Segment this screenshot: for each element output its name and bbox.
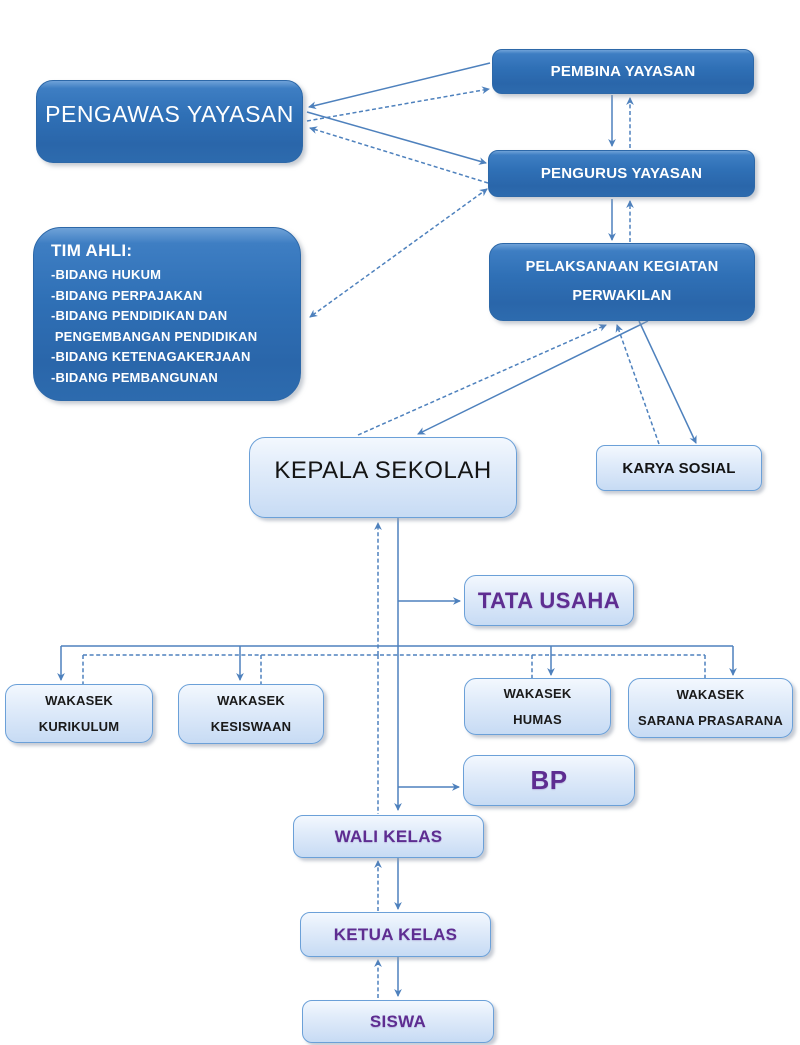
edge-kepala-to-pelaksanaan bbox=[357, 324, 607, 436]
edge-pelaksanaan-to-kepala bbox=[417, 320, 649, 435]
node-wali-kelas: WALI KELAS bbox=[293, 815, 484, 858]
edge-pengurus-to-pengawas bbox=[309, 126, 489, 184]
node-pembina-yayasan-label: PEMBINA YAYASAN bbox=[550, 63, 696, 80]
wakasek-kesiswaan-line2: KESISWAAN bbox=[210, 719, 292, 734]
node-ketua-kelas: KETUA KELAS bbox=[300, 912, 491, 957]
edge-karya-to-pelaksanaan bbox=[615, 324, 660, 445]
tim-ahli-item: PENGEMBANGAN PENDIDIKAN bbox=[51, 328, 258, 344]
node-siswa: SISWA bbox=[302, 1000, 494, 1043]
wakasek-kesiswaan-line1: WAKASEK bbox=[217, 693, 285, 708]
node-kepala-sekolah-label: KEPALA SEKOLAH bbox=[274, 456, 492, 484]
node-kepala-sekolah: KEPALA SEKOLAH bbox=[249, 437, 517, 518]
node-wakasek-kesiswaan: WAKASEK KESISWAAN bbox=[178, 684, 324, 744]
wakasek-kurikulum-line2: KURIKULUM bbox=[38, 718, 120, 734]
node-pelaksanaan-kegiatan-perwakilan: PELAKSANAAN KEGIATAN PERWAKILAN bbox=[489, 243, 755, 321]
node-pengawas-yayasan: PENGAWAS YAYASAN bbox=[36, 80, 303, 163]
edge-pelaksanaan-to-karya bbox=[638, 320, 697, 444]
node-pelaksanaan-line1: PELAKSANAAN KEGIATAN bbox=[525, 259, 719, 275]
node-ketua-kelas-label: KETUA KELAS bbox=[333, 924, 458, 944]
node-wakasek-kurikulum: WAKASEK KURIKULUM bbox=[5, 684, 153, 743]
edge-pengurus-tim-ahli bbox=[309, 188, 488, 318]
node-tim-ahli: TIM AHLI: -BIDANG HUKUM -BIDANG PERPAJAK… bbox=[33, 227, 301, 401]
node-bp-label: BP bbox=[530, 765, 568, 795]
node-wakasek-sarana-prasarana: WAKASEK SARANA PRASARANA bbox=[628, 678, 793, 738]
tim-ahli-title: TIM AHLI: bbox=[51, 241, 133, 260]
tim-ahli-item: -BIDANG PENDIDIKAN DAN bbox=[51, 308, 228, 323]
tim-ahli-item: -BIDANG KETENAGAKERJAAN bbox=[51, 349, 251, 364]
edge-pembina-to-pengawas bbox=[308, 62, 491, 110]
node-tata-usaha: TATA USAHA bbox=[464, 575, 634, 626]
wakasek-kurikulum-line1: WAKASEK bbox=[45, 692, 113, 708]
wakasek-sarana-line2: SARANA PRASARANA bbox=[637, 713, 783, 728]
node-tata-usaha-label: TATA USAHA bbox=[477, 587, 621, 613]
node-karya-sosial: KARYA SOSIAL bbox=[596, 445, 762, 491]
tim-ahli-item: -BIDANG HUKUM bbox=[51, 267, 162, 282]
node-wakasek-humas: WAKASEK HUMAS bbox=[464, 678, 611, 735]
wakasek-sarana-line1: WAKASEK bbox=[676, 687, 745, 702]
node-pengawas-yayasan-label: PENGAWAS YAYASAN bbox=[45, 101, 294, 127]
tim-ahli-item: -BIDANG PEMBANGUNAN bbox=[51, 369, 219, 385]
node-karya-sosial-label: KARYA SOSIAL bbox=[622, 459, 736, 477]
node-pengurus-yayasan-label: PENGURUS YAYASAN bbox=[540, 165, 703, 182]
node-pengurus-yayasan: PENGURUS YAYASAN bbox=[488, 150, 755, 197]
node-siswa-label: SISWA bbox=[369, 1011, 427, 1031]
edge-pengawas-to-pembina bbox=[306, 86, 490, 122]
tim-ahli-item: -BIDANG PERPAJAKAN bbox=[51, 287, 203, 303]
node-pelaksanaan-line2: PERWAKILAN bbox=[572, 288, 672, 304]
node-pembina-yayasan: PEMBINA YAYASAN bbox=[492, 49, 754, 94]
node-bp: BP bbox=[463, 755, 635, 806]
node-wali-kelas-label: WALI KELAS bbox=[334, 826, 443, 846]
wakasek-humas-line2: HUMAS bbox=[513, 711, 562, 727]
edge-pengawas-to-pengurus bbox=[306, 111, 487, 165]
wakasek-humas-line1: WAKASEK bbox=[503, 685, 572, 701]
